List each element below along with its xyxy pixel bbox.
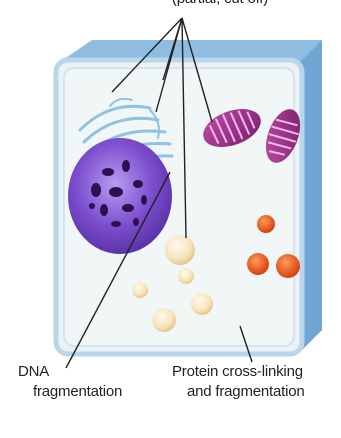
top-label: (partial, cut off) bbox=[100, 0, 340, 9]
dna-fragmentation-label: DNA fragmentation bbox=[18, 362, 118, 402]
protein-label-line2: and fragmentation bbox=[172, 382, 341, 402]
protein-crosslinking-label: Protein cross-linking and fragmentation bbox=[172, 362, 341, 402]
top-label-text: (partial, cut off) bbox=[100, 0, 340, 9]
nucleus bbox=[68, 138, 172, 254]
dna-label-line2: fragmentation bbox=[18, 382, 118, 402]
dna-label-line1: DNA bbox=[18, 362, 118, 382]
protein-label-line1: Protein cross-linking bbox=[172, 362, 341, 382]
